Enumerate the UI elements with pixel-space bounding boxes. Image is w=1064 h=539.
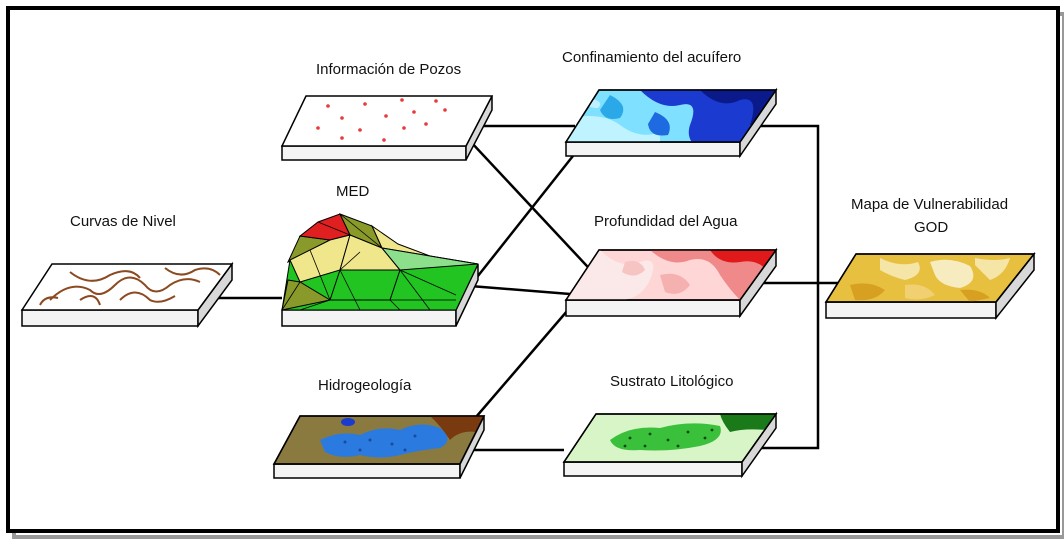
label-pozos: Información de Pozos [316, 61, 461, 78]
layer-hidrogeologia [272, 415, 486, 479]
label-med: MED [336, 183, 370, 200]
label-confinamiento: Confinamiento del acuífero [562, 49, 741, 66]
line-pozos-profundidad [455, 125, 601, 281]
line-med-confinamiento [469, 141, 585, 287]
layer-curvas [20, 261, 234, 329]
line-hidro-profundidad [469, 295, 581, 425]
label-vulnerabilidad-line2: GOD [914, 219, 948, 236]
label-curvas: Curvas de Nivel [70, 213, 176, 230]
label-profundidad: Profundidad del Agua [594, 213, 738, 230]
label-vulnerabilidad-line1: Mapa de Vulnerabilidad [851, 196, 1008, 213]
line-med-profundidad [469, 284, 571, 296]
layer-sustrato [562, 411, 778, 479]
layer-pozos [280, 95, 494, 161]
slab-front [281, 145, 467, 161]
slab-top [280, 95, 494, 147]
label-sustrato: Sustrato Litológico [610, 373, 733, 390]
layer-confinamiento [564, 87, 778, 159]
label-hidrogeologia: Hidrogeología [318, 377, 412, 394]
well-dots [316, 98, 447, 142]
layer-profundidad [564, 247, 778, 319]
layer-med [281, 213, 479, 327]
layer-vulnerabilidad [824, 251, 1036, 321]
line-bus-right [760, 124, 820, 450]
